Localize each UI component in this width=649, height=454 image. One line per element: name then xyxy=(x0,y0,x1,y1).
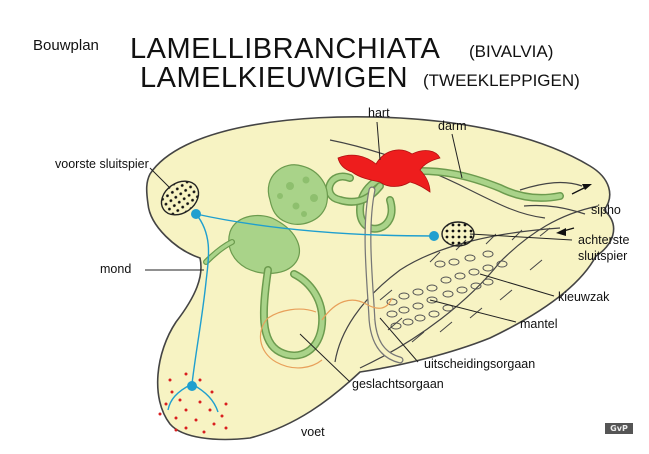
title-line2-main: LAMELKIEUWIGEN xyxy=(140,64,408,93)
label-geslachtsorgaan: geslachtsorgaan xyxy=(352,378,444,391)
title-line2-sub: (TWEEKLEPPIGEN) xyxy=(423,72,580,89)
label-mond: mond xyxy=(100,263,131,276)
label-darm: darm xyxy=(438,120,466,133)
label-voorste-sluitspier: voorste sluitspier xyxy=(55,158,149,171)
label-mantel: mantel xyxy=(520,318,558,331)
visceral-ganglion xyxy=(429,231,439,241)
author-badge: GvP xyxy=(605,423,633,434)
label-hart: hart xyxy=(368,107,390,120)
title-prefix: Bouwplan xyxy=(33,38,99,53)
label-achterste-2: sluitspier xyxy=(578,250,627,263)
label-sipho: sipho xyxy=(591,204,621,217)
label-voet: voet xyxy=(301,426,325,439)
cerebral-ganglion xyxy=(191,209,201,219)
pedal-ganglion xyxy=(187,381,197,391)
title-line1-main: LAMELLIBRANCHIATA xyxy=(130,35,440,64)
label-achterste-1: achterste xyxy=(578,234,629,247)
label-kieuwzak: kieuwzak xyxy=(558,291,609,304)
posterior-adductor xyxy=(442,222,474,246)
label-uitscheidingsorgaan: uitscheidingsorgaan xyxy=(424,358,535,371)
title-line1-sub: (BIVALVIA) xyxy=(469,43,553,60)
